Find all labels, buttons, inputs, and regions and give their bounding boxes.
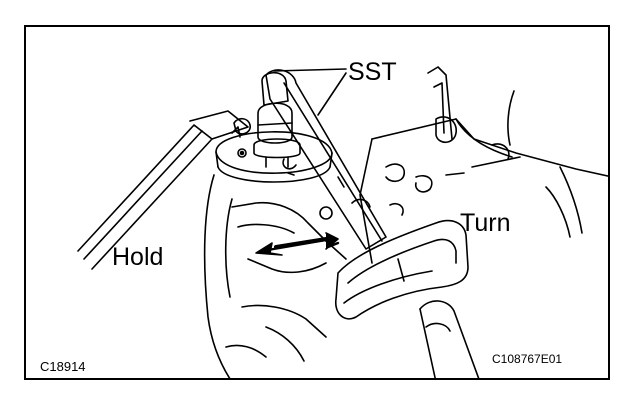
sst-tool-body: [253, 71, 301, 168]
figure-code-left: C18914: [40, 359, 86, 374]
hub-disc: [215, 126, 333, 183]
t-handle-grip: [334, 219, 469, 320]
background-assembly: [359, 66, 608, 264]
diagram-frame: SST Turn Hold C18914 C108767E01: [24, 25, 610, 380]
bar-bolt: [233, 117, 251, 135]
figure-code-right: C108767E01: [492, 352, 563, 366]
column-housing: [203, 174, 347, 378]
sst-leader-lines: [273, 68, 347, 116]
turn-label: Turn: [460, 209, 511, 237]
hold-label: Hold: [112, 243, 164, 271]
sst-handle: [265, 69, 387, 250]
sst-label: SST: [348, 58, 397, 86]
steering-wheel-puller-illustration: [77, 66, 608, 378]
ratchet-handle: [419, 300, 480, 378]
hold-arrow: [255, 232, 340, 256]
